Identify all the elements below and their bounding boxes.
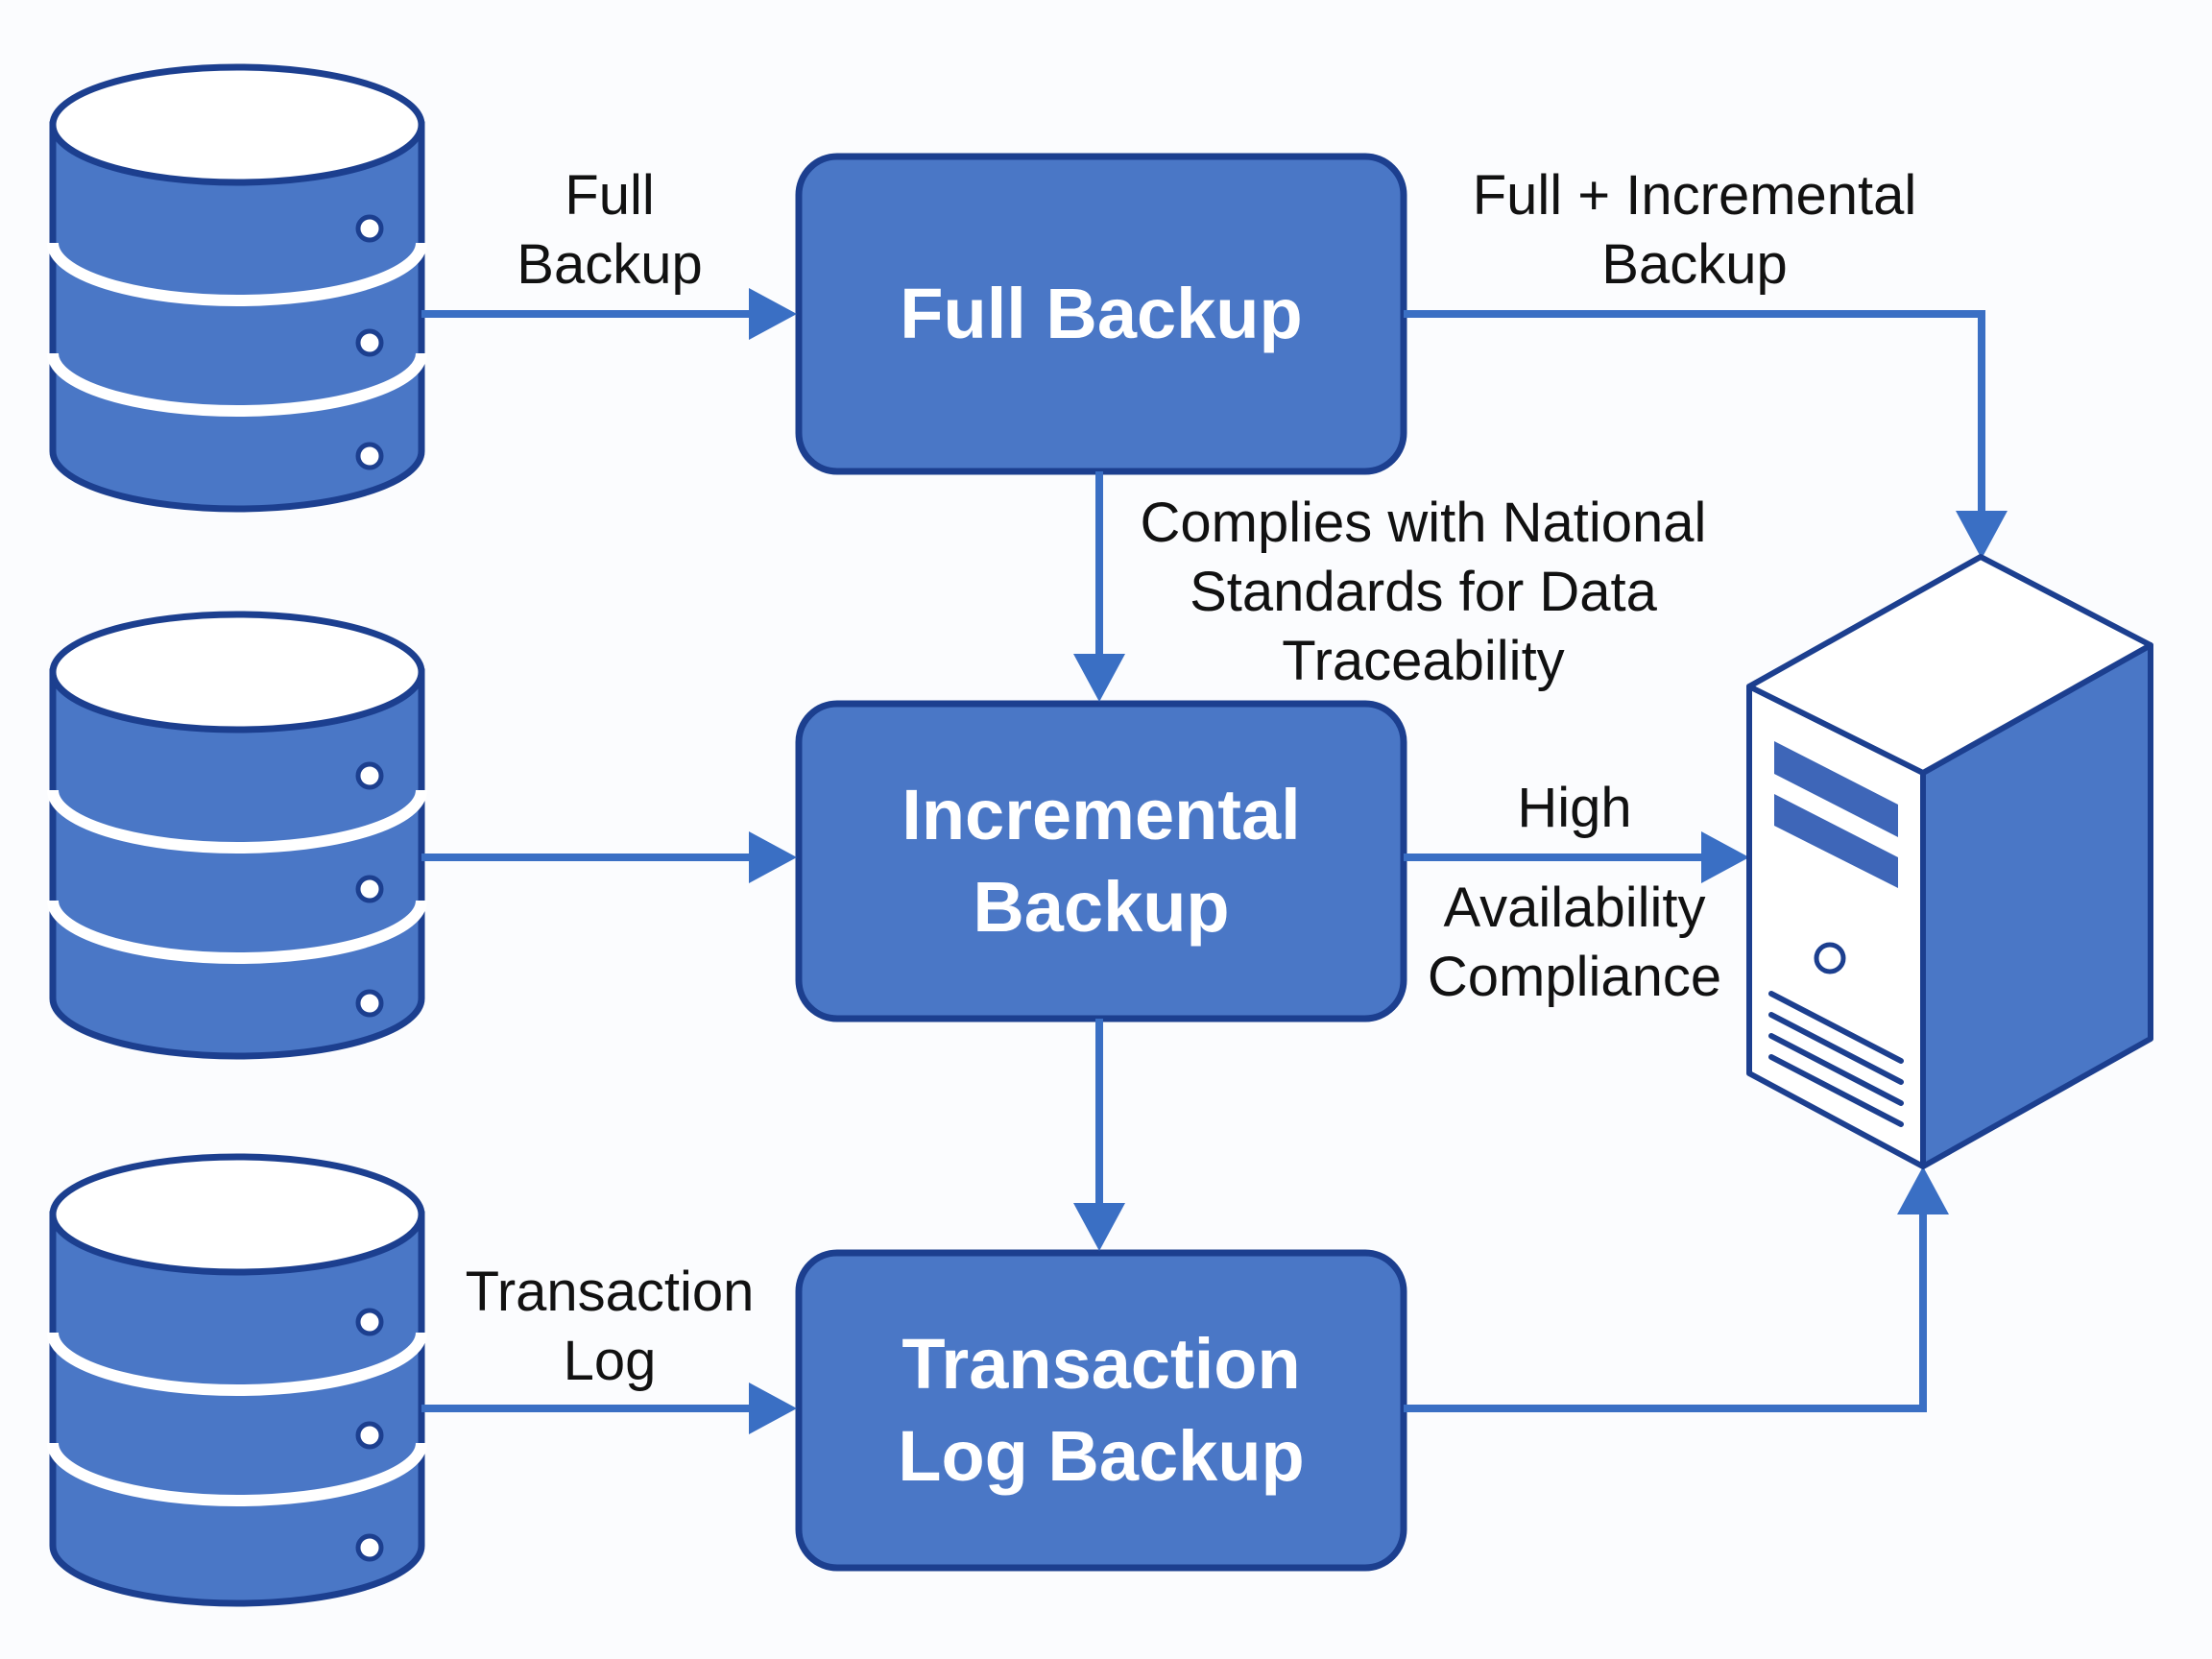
database-icon [47, 1153, 427, 1607]
transaction-log-backup-label: Transaction Log Backup [898, 1324, 1305, 1496]
arrow-incremental-to-tlog [1073, 1019, 1125, 1251]
full-backup-label: Full Backup [900, 274, 1303, 353]
edge-label-full-backup: Full Backup [517, 164, 703, 296]
edge-label-availability: Availability Compliance [1427, 877, 1722, 1008]
arrow-tlog-to-server [1404, 1166, 1949, 1412]
edge-label-full-incremental: Full + Incremental Backup [1472, 164, 1917, 296]
server-icon [1746, 554, 2153, 1169]
edge-label-compliance: Complies with National Standards for Dat… [1140, 492, 1707, 692]
database-icon [47, 611, 427, 1060]
arrow-db1-to-full [421, 288, 797, 340]
arrow-full-to-incremental [1073, 471, 1125, 702]
edge-label-high: High [1517, 777, 1632, 839]
arrow-full-to-server [1404, 310, 2008, 559]
database-icon [47, 63, 427, 513]
arrow-db2-to-incremental [421, 831, 797, 883]
incremental-backup-label: Incremental Backup [902, 775, 1301, 947]
arrow-db3-to-tlog [421, 1382, 797, 1434]
edge-label-transaction-log: Transaction Log [465, 1261, 755, 1392]
arrow-incremental-to-server [1404, 831, 1749, 883]
